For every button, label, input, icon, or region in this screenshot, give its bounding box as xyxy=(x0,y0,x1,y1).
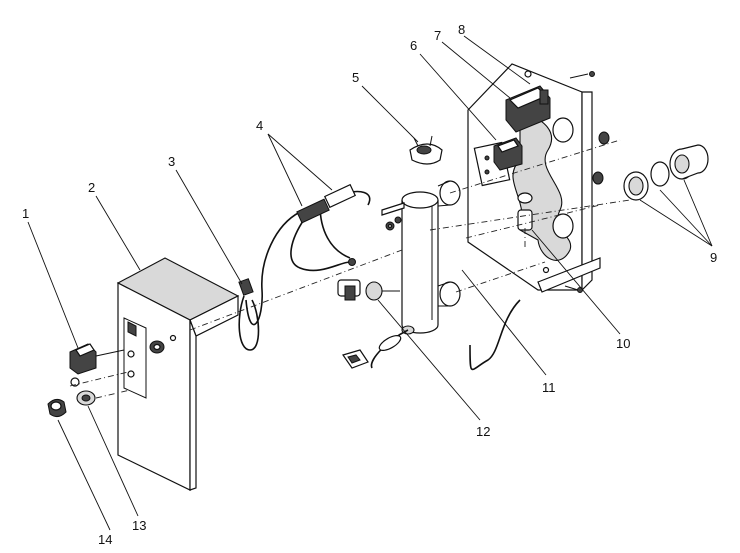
lamp-connector xyxy=(238,278,260,351)
indicator-lens xyxy=(70,377,96,406)
terminal-block xyxy=(493,137,523,171)
callout-9: 9 xyxy=(710,250,717,265)
union-fittings xyxy=(623,144,709,201)
uv-sensor xyxy=(337,279,409,369)
callout-labels: 1 2 3 4 5 6 7 8 9 10 11 12 13 14 xyxy=(22,22,717,547)
probe-clip xyxy=(342,349,369,369)
ground-wire xyxy=(469,299,521,371)
callout-4: 4 xyxy=(256,118,263,133)
bracket-screws xyxy=(564,71,610,293)
callout-13: 13 xyxy=(132,518,146,533)
callout-11: 11 xyxy=(542,380,556,395)
callout-6: 6 xyxy=(410,38,417,53)
callout-8: 8 xyxy=(458,22,465,37)
tube-clip xyxy=(381,202,405,231)
callout-12: 12 xyxy=(476,424,490,439)
end-cap xyxy=(409,135,443,165)
callout-2: 2 xyxy=(88,180,95,195)
box-gland-nut xyxy=(149,340,165,354)
callout-5: 5 xyxy=(352,70,359,85)
fuse-holder xyxy=(517,192,533,250)
rocker-switch xyxy=(69,343,125,375)
uv-chamber xyxy=(401,180,461,335)
callout-7: 7 xyxy=(434,28,441,43)
control-knob xyxy=(47,398,67,418)
control-box xyxy=(116,257,240,491)
callout-1: 1 xyxy=(22,206,29,221)
callout-10: 10 xyxy=(616,336,630,351)
leader-lines xyxy=(27,35,713,531)
wiring-harness xyxy=(245,183,371,326)
callout-3: 3 xyxy=(168,154,175,169)
assembly-centerlines xyxy=(189,139,631,331)
callout-14: 14 xyxy=(98,532,112,547)
ballast-module xyxy=(505,85,551,133)
